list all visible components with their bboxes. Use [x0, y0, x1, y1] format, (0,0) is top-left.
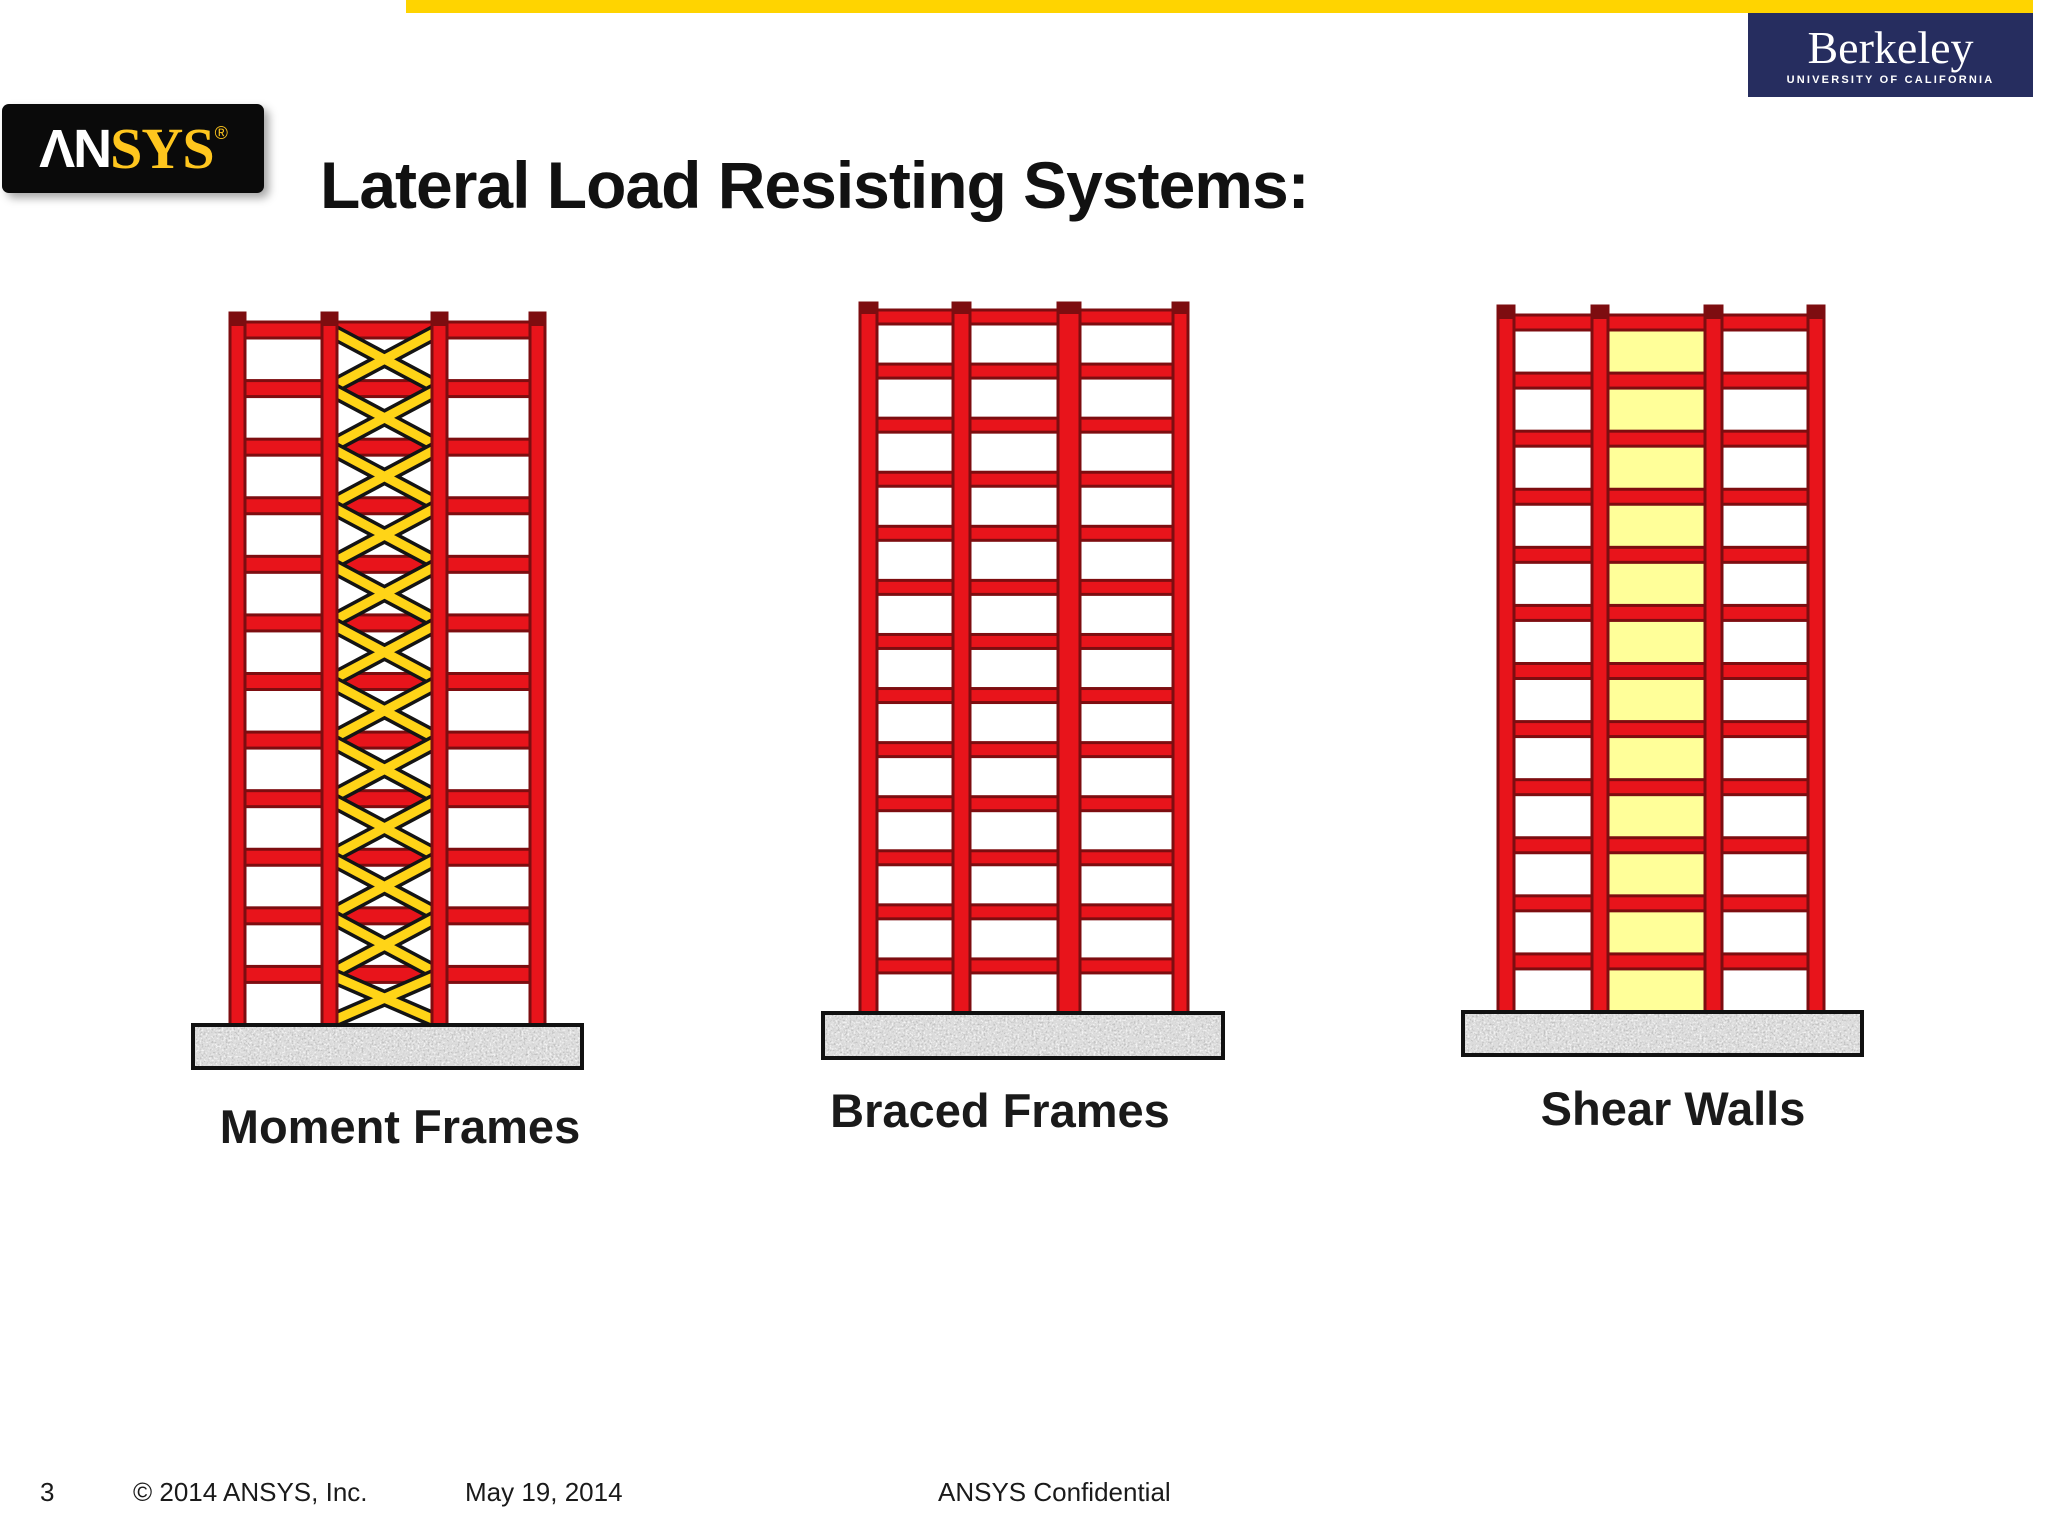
- top-accent-bar: [406, 0, 2033, 13]
- figure-shear-walls: [1461, 304, 1864, 1057]
- page-number: 3: [40, 1477, 55, 1507]
- caption-shear-walls: Shear Walls: [1540, 1082, 1806, 1135]
- berkeley-subtitle: UNIVERSITY OF CALIFORNIA: [1786, 73, 1995, 86]
- footer-date: May 19, 2014: [465, 1477, 623, 1507]
- figure-braced-frames: [821, 301, 1225, 1060]
- caption-braced-frames: Braced Frames: [830, 1084, 1170, 1137]
- registered-mark: ®: [214, 122, 228, 143]
- ansys-logo-sys: SYS: [110, 115, 214, 181]
- slide-title: Lateral Load Resisting Systems:: [320, 148, 1310, 223]
- berkeley-wordmark: Berkeley: [1807, 21, 1974, 73]
- ansys-logo-an: ΛN: [39, 118, 112, 179]
- footer-confidential: ANSYS Confidential: [938, 1477, 1171, 1507]
- figure-moment-frames: [191, 311, 584, 1070]
- footer-copyright: © 2014 ANSYS, Inc.: [133, 1477, 368, 1507]
- caption-moment-frames: Moment Frames: [219, 1100, 581, 1153]
- berkeley-logo: Berkeley UNIVERSITY OF CALIFORNIA: [1748, 13, 2033, 97]
